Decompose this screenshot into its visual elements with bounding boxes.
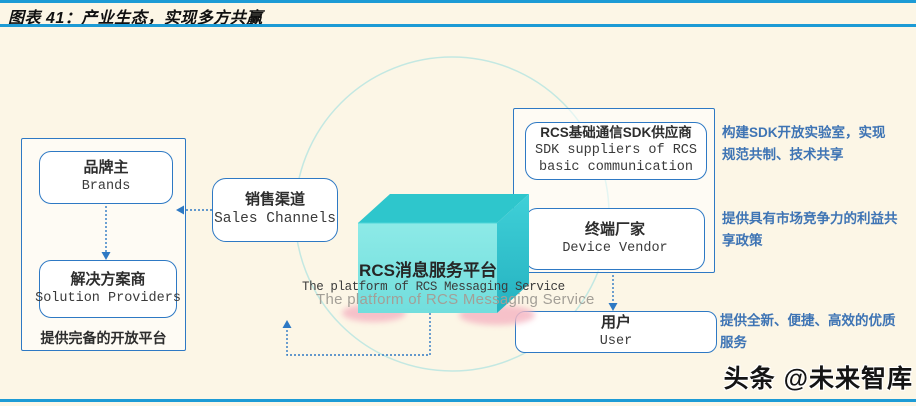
platform-label-en-shadow: The platform of RCS Messaging Service <box>316 291 595 308</box>
cube-top-face <box>358 194 529 223</box>
connector-cube-feedback <box>282 313 431 356</box>
bottom-rule <box>0 399 916 402</box>
user-label-en: User <box>599 333 633 349</box>
annotation-quality-service: 提供全新、便捷、高效的优质服务 <box>720 313 896 350</box>
brands-label-en: Brands <box>81 179 131 195</box>
sales-channels-box: 销售渠道 Sales Channels <box>212 178 338 242</box>
watermark: 头条 @未来智库 <box>723 365 913 393</box>
user-box: 用户 User <box>515 311 717 353</box>
sdk-suppliers-label-en2: basic communication <box>539 160 693 176</box>
sdk-suppliers-box: RCS基础通信SDK供应商 SDK suppliers of RCS basic… <box>525 122 707 180</box>
sdk-suppliers-label-en1: SDK suppliers of RCS <box>534 142 698 158</box>
annotation-sdk-lab: 构建SDK开放实验室，实现规范共制、技术共享 <box>722 125 886 162</box>
solution-providers-label-en: Solution Providers <box>35 290 181 306</box>
solution-providers-box: 解决方案商 Solution Providers <box>35 260 181 318</box>
figure-title: 图表 41：产业生态，实现多方共赢 <box>8 10 263 27</box>
arrow-vendor-to-user <box>608 275 618 311</box>
brands-label-zh: 品牌主 <box>83 159 129 177</box>
annotation-profit-sharing: 提供具有市场竞争力的利益共享政策 <box>722 211 898 248</box>
top-rule <box>0 0 916 3</box>
title-underline-rule <box>0 24 916 27</box>
sdk-suppliers-label-zh: RCS基础通信SDK供应商 <box>540 125 692 141</box>
device-vendor-label-zh: 终端厂家 <box>584 220 645 238</box>
user-label-zh: 用户 <box>600 313 631 331</box>
platform-label-zh: RCS消息服务平台 <box>359 261 497 280</box>
sales-channels-label-zh: 销售渠道 <box>244 191 305 209</box>
open-platform-caption: 提供完备的开放平台 <box>40 330 167 346</box>
device-vendor-box: 终端厂家 Device Vendor <box>525 208 705 270</box>
brands-box: 品牌主 Brands <box>39 151 173 204</box>
solution-providers-label-zh: 解决方案商 <box>70 270 146 288</box>
sales-channels-label-en: Sales Channels <box>214 210 336 227</box>
device-vendor-label-en: Device Vendor <box>562 240 668 256</box>
